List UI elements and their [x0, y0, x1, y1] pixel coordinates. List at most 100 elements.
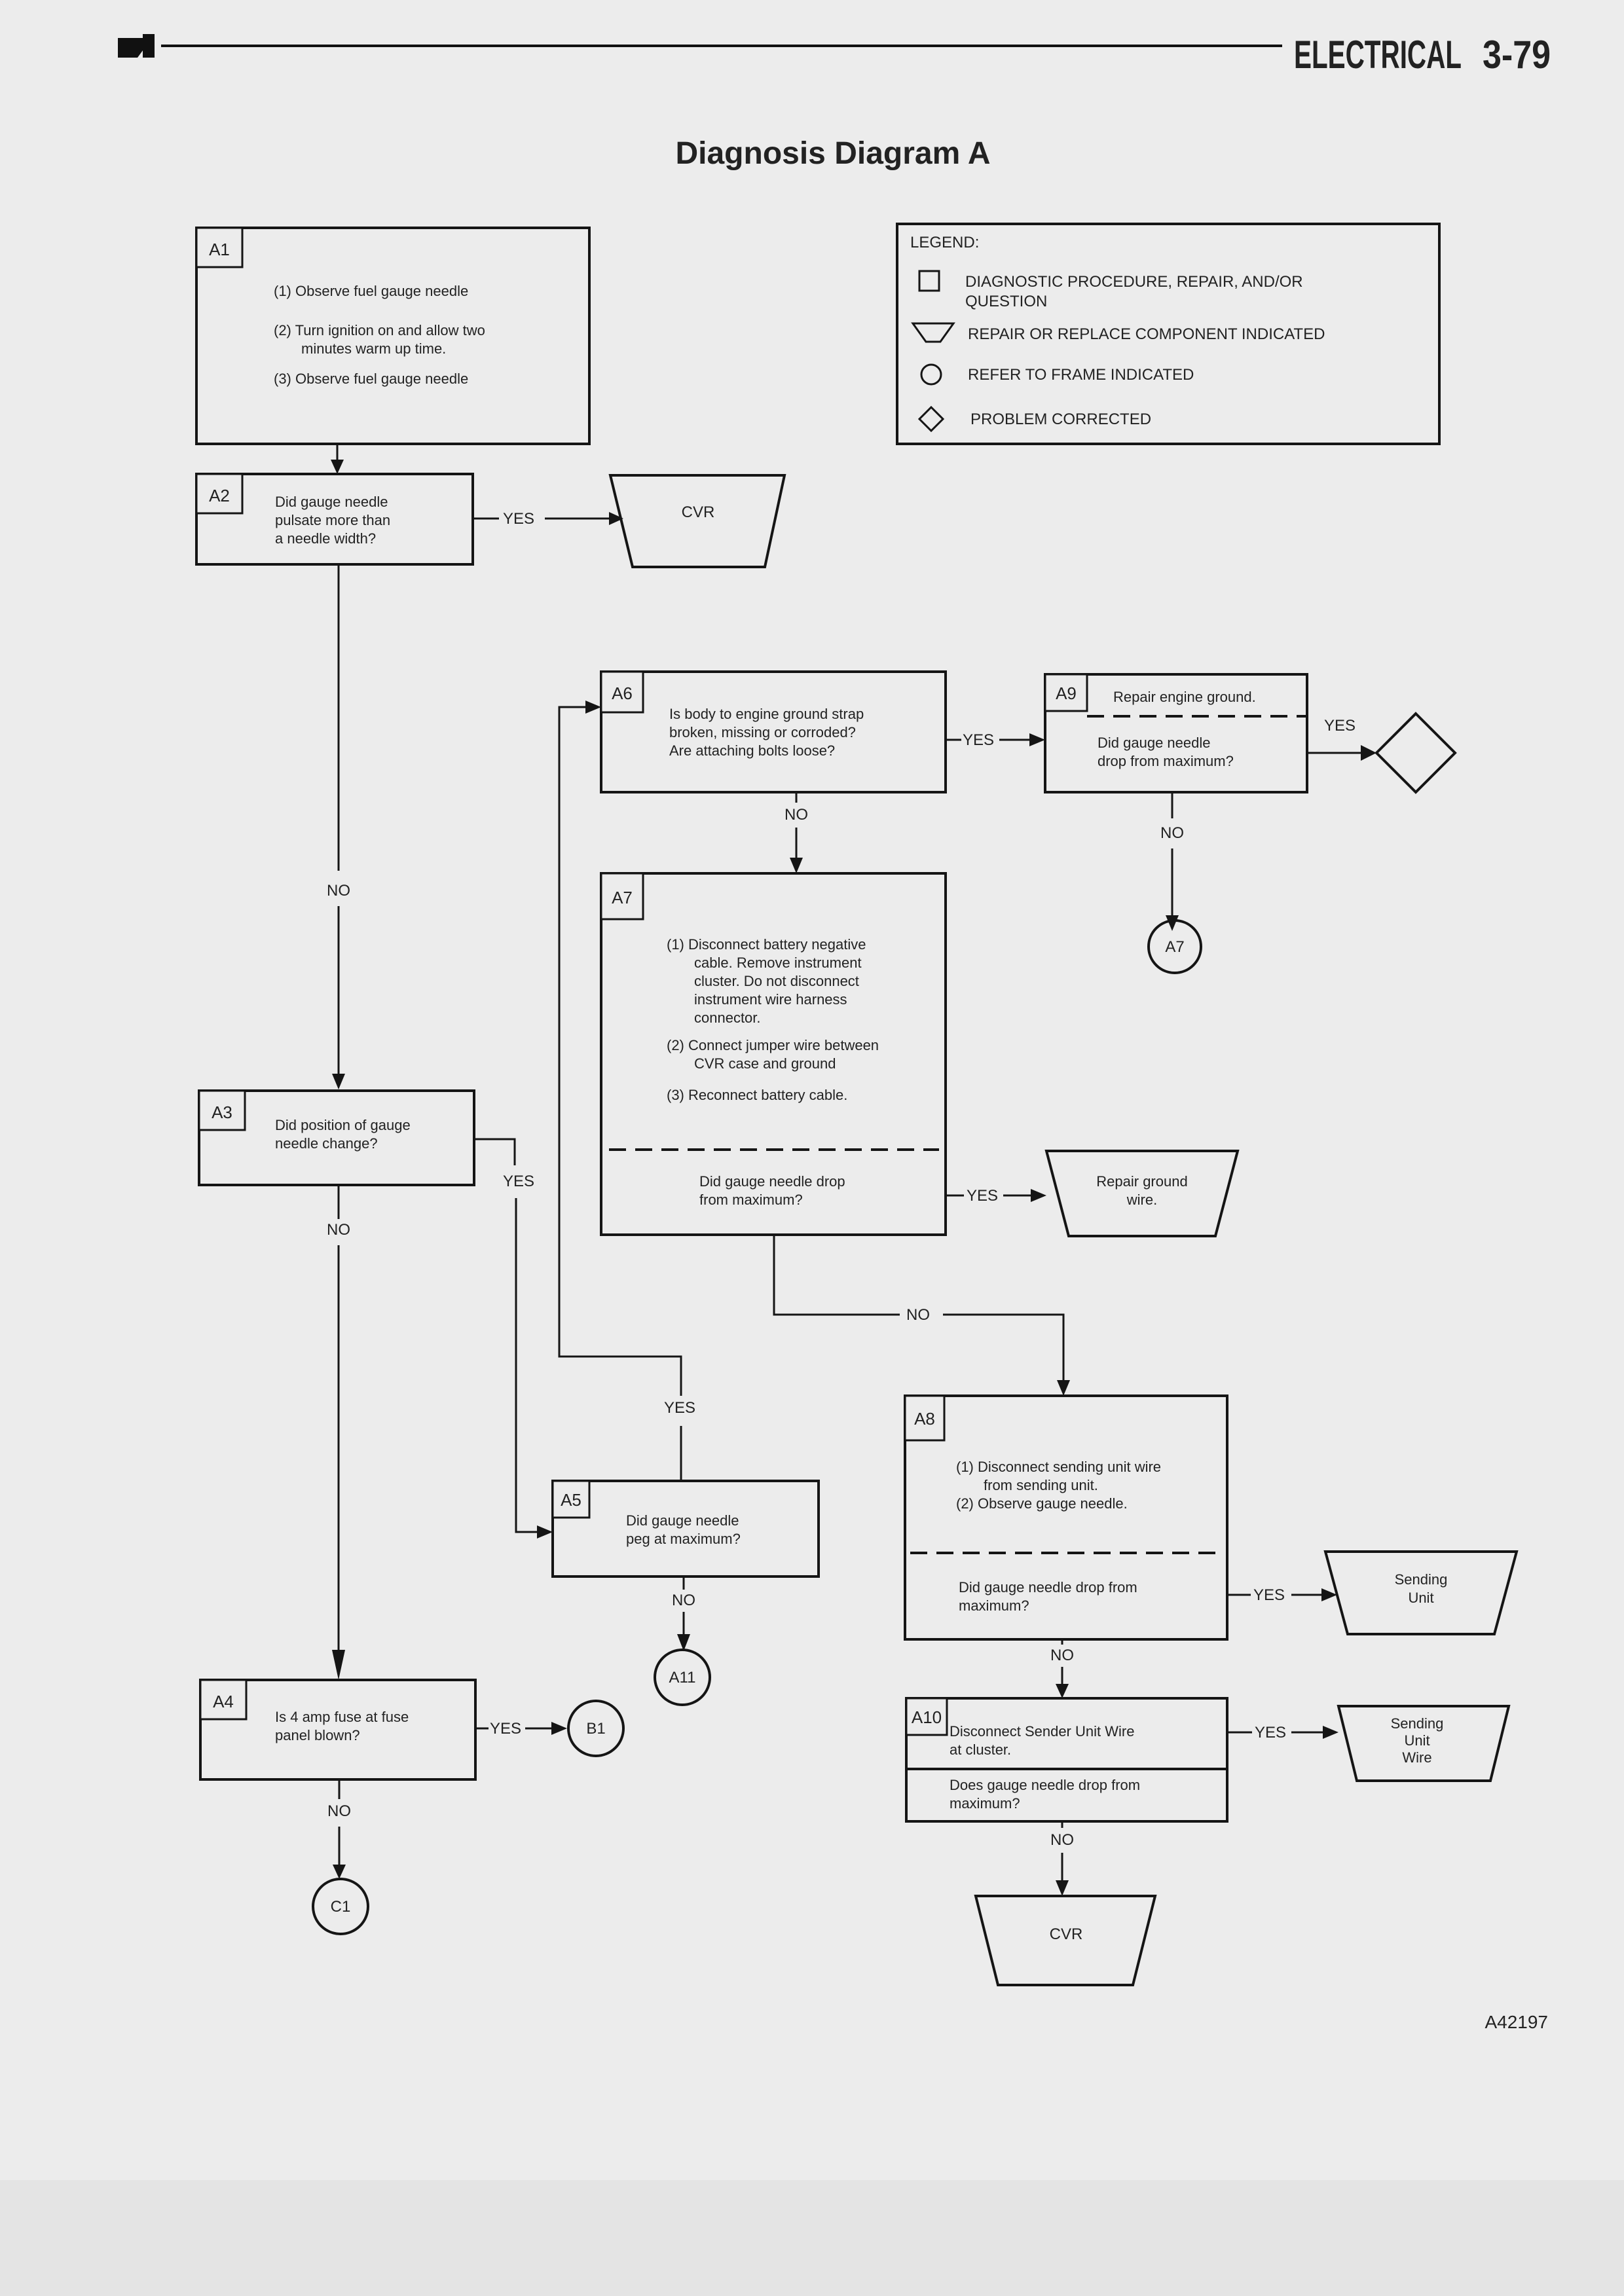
- yes-label: YES: [967, 1187, 998, 1205]
- frame-text: (1) Disconnect battery negative: [667, 936, 866, 953]
- frame-text: Is body to engine ground strap: [669, 706, 864, 722]
- frame-text: Did gauge needle: [275, 494, 388, 510]
- ref-label: C1: [331, 1898, 351, 1916]
- arrow-head: [790, 858, 803, 873]
- frame-id: A1: [209, 240, 230, 259]
- yes-label: YES: [503, 1173, 534, 1190]
- circle-icon: [920, 363, 942, 386]
- legend: LEGEND: DIAGNOSTIC PROCEDURE, REPAIR, AN…: [896, 223, 1441, 445]
- arrow-head: [333, 1865, 346, 1879]
- component-text: Unit: [1404, 1732, 1430, 1749]
- no-label: NO: [906, 1306, 930, 1324]
- yes-label: YES: [1255, 1724, 1286, 1741]
- component-cvr-top: CVR: [608, 474, 786, 568]
- ref-b1: B1: [567, 1700, 625, 1757]
- frame-question: Does gauge needle drop from: [950, 1777, 1140, 1793]
- frame-text: Disconnect Sender Unit Wire: [950, 1723, 1134, 1740]
- frame-text: Are attaching bolts loose?: [669, 742, 835, 759]
- legend-heading: LEGEND:: [910, 234, 979, 251]
- frame-question: Did gauge needle drop from: [959, 1579, 1137, 1595]
- arrow-head: [609, 512, 623, 525]
- no-label: NO: [784, 806, 808, 824]
- yes-label: YES: [963, 731, 994, 749]
- no-label: NO: [1050, 1831, 1074, 1849]
- frame-id: A8: [914, 1409, 935, 1429]
- frame-text: (2) Observe gauge needle.: [956, 1495, 1128, 1512]
- no-label: NO: [1160, 824, 1184, 842]
- connector: [773, 1235, 900, 1316]
- frame-text: Is 4 amp fuse at fuse: [275, 1709, 409, 1725]
- arrow-head: [1031, 1189, 1046, 1202]
- component-text: Unit: [1408, 1590, 1433, 1606]
- frame-question: maximum?: [959, 1597, 1029, 1614]
- legend-diamond-text: PROBLEM CORRECTED: [970, 410, 1151, 428]
- connector: [474, 1138, 516, 1165]
- header-page-number: 3-79: [1483, 33, 1551, 77]
- frame-a2: A2 Did gauge needle pulsate more than a …: [195, 473, 474, 566]
- frame-text: at cluster.: [950, 1741, 1011, 1758]
- no-label: NO: [1050, 1647, 1074, 1664]
- frame-a10: A10 Disconnect Sender Unit Wire at clust…: [905, 1697, 1228, 1823]
- arrow-head: [537, 1525, 553, 1539]
- frame-question: Did gauge needle: [1098, 735, 1210, 751]
- frame-text: cluster. Do not disconnect: [694, 973, 859, 989]
- frame-text: Did position of gauge: [275, 1117, 411, 1133]
- arrow-head: [677, 1634, 690, 1651]
- frame-id: A3: [212, 1102, 232, 1122]
- arrow-head: [332, 1074, 345, 1089]
- diagnosis-diagram: ELECTRICAL 3-79 Diagnosis Diagram A LEGE…: [118, 33, 1551, 2032]
- frame-id: A5: [561, 1490, 581, 1510]
- frame-id: A2: [209, 486, 230, 505]
- no-label: NO: [327, 1802, 351, 1820]
- component-text: Repair ground: [1096, 1173, 1187, 1190]
- ref-label: A11: [669, 1669, 696, 1686]
- frame-text: (1) Observe fuel gauge needle: [274, 283, 468, 299]
- frame-a8: A8 (1) Disconnect sending unit wire from…: [904, 1394, 1228, 1641]
- frame-a1: A1 (1) Observe fuel gauge needle (2) Tur…: [195, 227, 591, 445]
- frame-text: connector.: [694, 1010, 761, 1026]
- ref-c1: C1: [312, 1878, 369, 1935]
- yes-label: YES: [1253, 1586, 1285, 1604]
- component-text: Wire: [1402, 1749, 1431, 1766]
- frame-text: minutes warm up time.: [301, 340, 446, 357]
- yes-label: YES: [490, 1720, 521, 1738]
- frame-a6: A6 Is body to engine ground strap broken…: [600, 670, 947, 793]
- ref-label: A7: [1165, 938, 1184, 956]
- arrow-head: [1029, 733, 1045, 746]
- frame-id: A10: [912, 1707, 942, 1727]
- frame-text: a needle width?: [275, 530, 376, 547]
- yes-label: YES: [1324, 717, 1356, 735]
- component-text: CVR: [1050, 1925, 1083, 1943]
- arrow-head: [1057, 1380, 1070, 1396]
- arrow-head: [585, 701, 601, 714]
- frame-a7: A7 (1) Disconnect battery negative cable…: [600, 872, 947, 1236]
- legend-trapezoid-text: REPAIR OR REPLACE COMPONENT INDICATED: [968, 325, 1325, 343]
- frame-a5: A5 Did gauge needle peg at maximum?: [551, 1480, 820, 1578]
- component-sending-unit-wire: Sending Unit Wire: [1337, 1705, 1511, 1782]
- frame-text: (3) Reconnect battery cable.: [667, 1087, 847, 1103]
- yes-label: YES: [503, 510, 534, 528]
- frame-a9: A9 Repair engine ground. Did gauge needl…: [1044, 673, 1308, 793]
- page: ELECTRICAL 3-79 Diagnosis Diagram A LEGE…: [118, 33, 1551, 2032]
- frame-text: (2) Turn ignition on and allow two: [274, 322, 485, 338]
- frame-text: Did gauge needle: [626, 1512, 739, 1529]
- component-cvr-bottom: CVR: [974, 1895, 1157, 1986]
- header-logo: [118, 34, 155, 58]
- page-title: Diagnosis Diagram A: [675, 136, 990, 171]
- frame-text: (1) Disconnect sending unit wire: [956, 1459, 1161, 1475]
- frame-a4: A4 Is 4 amp fuse at fuse panel blown?: [199, 1679, 477, 1781]
- legend-square-text: DIAGNOSTIC PROCEDURE, REPAIR, AND/OR: [965, 273, 1303, 291]
- frame-question: maximum?: [950, 1795, 1020, 1812]
- legend-square-text-2: QUESTION: [965, 293, 1047, 310]
- arrow-head: [1361, 745, 1376, 761]
- ref-a11: A11: [654, 1649, 711, 1706]
- no-label: NO: [327, 882, 350, 900]
- component-text: CVR: [682, 503, 715, 521]
- no-label: NO: [672, 1592, 695, 1609]
- arrow-head: [332, 1650, 345, 1680]
- diamond-icon: [917, 405, 945, 433]
- frame-text: from sending unit.: [984, 1477, 1098, 1493]
- header-section: ELECTRICAL: [1294, 33, 1462, 77]
- component-text: Sending: [1395, 1571, 1448, 1588]
- arrow-head: [1056, 1880, 1069, 1896]
